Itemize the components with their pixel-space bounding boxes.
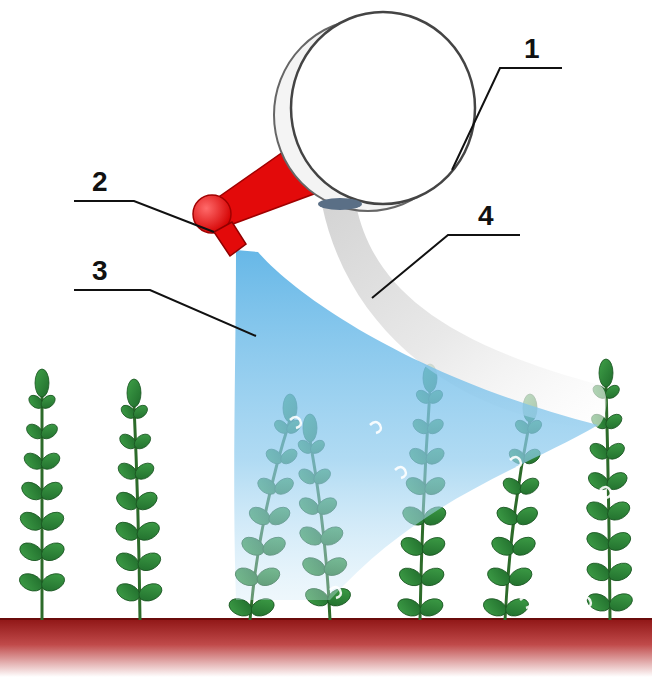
leader-line <box>74 201 214 232</box>
leaf <box>17 509 46 534</box>
callout-number: 2 <box>92 168 108 196</box>
leaf <box>605 529 634 554</box>
leaf <box>135 549 163 574</box>
drift-particle <box>520 597 531 608</box>
nozzle-tip <box>214 222 246 256</box>
leaf <box>39 570 67 594</box>
drift-particle <box>600 487 611 498</box>
drift-particle <box>370 422 381 433</box>
leader-line <box>74 290 256 336</box>
leaf <box>603 411 625 431</box>
leaf <box>38 421 60 442</box>
leaf <box>398 534 427 559</box>
drift-particle <box>440 552 451 563</box>
leaf <box>603 440 627 462</box>
drift-particles <box>290 417 611 608</box>
leaf <box>35 369 49 397</box>
drift-particle <box>480 582 491 593</box>
air-duct <box>291 12 475 204</box>
leaf <box>113 519 142 544</box>
leaf <box>517 475 542 498</box>
leaf <box>584 529 613 554</box>
ground-edge <box>0 618 652 620</box>
leaf <box>604 469 630 493</box>
leaf <box>585 590 613 614</box>
leaf <box>397 565 425 589</box>
leaf <box>513 504 540 529</box>
drift-particle <box>560 477 571 488</box>
spray-cone <box>234 250 598 600</box>
leaf <box>506 564 534 589</box>
leader-lines <box>74 68 562 336</box>
air-outlet <box>318 198 362 210</box>
leaf <box>133 489 160 514</box>
leaf <box>17 539 45 564</box>
leaf <box>38 479 65 504</box>
leaf <box>39 539 67 564</box>
leaf <box>481 595 509 619</box>
leaf <box>127 379 141 407</box>
drift-particle <box>460 497 471 508</box>
leaf <box>38 450 63 473</box>
leaf <box>607 590 635 614</box>
leaf <box>604 498 633 524</box>
leaf <box>417 595 445 619</box>
leader-line <box>372 235 520 298</box>
ground <box>0 618 652 677</box>
leaf <box>132 460 157 483</box>
leaf <box>418 565 446 589</box>
callout-number: 1 <box>524 35 540 63</box>
leaf <box>38 509 67 534</box>
leader-line <box>452 68 562 170</box>
leaf <box>17 570 45 594</box>
leaf <box>419 534 448 559</box>
leaf <box>113 549 141 574</box>
drift-particle <box>580 597 591 608</box>
leaf <box>114 580 142 604</box>
leaf <box>510 534 539 559</box>
leaf <box>503 595 531 619</box>
leaf <box>584 560 612 584</box>
drift-particle <box>330 587 341 598</box>
leaf <box>599 359 613 387</box>
callout-number: 4 <box>478 202 494 230</box>
leaf <box>489 534 518 559</box>
drift-particle <box>395 467 406 478</box>
leaf <box>134 519 163 544</box>
drift-particle <box>510 457 521 468</box>
drift-particle <box>290 417 301 428</box>
leaf <box>136 580 164 604</box>
leaf <box>606 560 634 584</box>
leaf <box>132 431 154 452</box>
leaf <box>395 595 423 619</box>
callout-number: 3 <box>92 257 108 285</box>
